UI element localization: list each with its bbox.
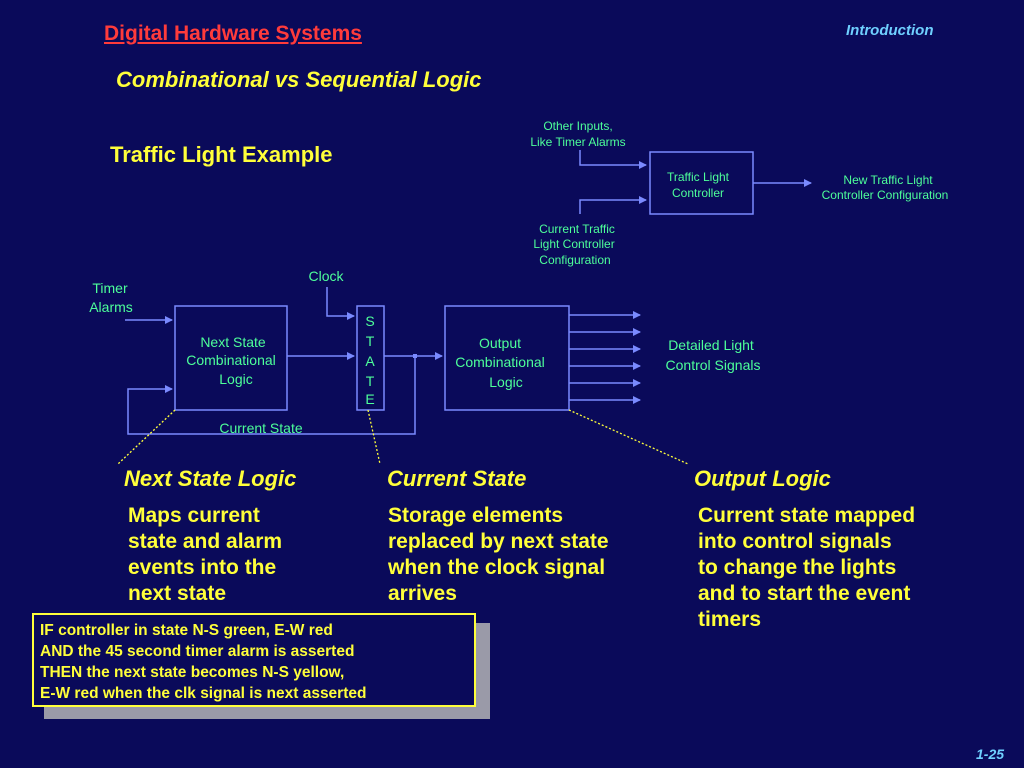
state-letter: T [366,333,375,349]
timer-alarms-label-2: Alarms [89,299,133,315]
current-config-label-2: Light Controller [533,237,614,251]
description-line: when the clock signal [388,556,606,579]
next-state-box-label-1: Next State [200,334,266,350]
description-line: events into the [128,556,277,579]
state-letter: S [365,313,374,329]
new-config-label-2: Controller Configuration [822,188,949,202]
state-letter: E [365,391,374,407]
next-state-box-label-3: Logic [219,371,252,387]
slide-title: Digital Hardware Systems [104,22,362,45]
example-title: Traffic Light Example [110,142,333,167]
state-letter: T [366,373,375,389]
description-line: Storage elements [388,504,564,527]
controller-label-2: Controller [672,186,724,200]
callout-line: E-W red when the clk signal is next asse… [40,685,367,702]
controller-label-1: Traffic Light [667,170,730,184]
current-config-arrow [579,196,647,214]
next-state-logic-heading: Next State Logic [124,466,297,491]
description-line: next state [128,582,227,605]
detailed-signals-label-2: Control Signals [666,357,761,373]
other-inputs-label-1: Other Inputs, [543,119,612,133]
output-box-label-1: Output [479,335,521,351]
current-state-heading: Current State [387,466,527,491]
description-line: to change the lights [698,556,897,579]
state-letter: A [365,353,375,369]
clock-label: Clock [308,268,344,284]
description-line: timers [698,608,762,631]
new-config-label-1: New Traffic Light [843,173,933,187]
description-line: Maps current [128,504,260,527]
current-state-label: Current State [219,420,302,436]
other-inputs-arrow [579,150,647,169]
current-config-label-3: Configuration [539,253,610,267]
description-line: state and alarm [128,530,283,553]
other-inputs-label-2: Like Timer Alarms [530,135,625,149]
clock-arrow [326,287,355,320]
example-rule-callout: IF controller in state N-S green, E-W re… [32,613,476,707]
description-line: arrives [388,582,457,605]
output-box-label-2: Combinational [455,354,545,370]
output-box-label-3: Logic [489,374,522,390]
output-logic-box [444,305,570,411]
junction-dot [413,354,417,358]
state-register-box [356,305,385,411]
description-line: replaced by next state [388,530,609,553]
output-leader [568,409,689,465]
timer-alarms-label-1: Timer [92,280,128,296]
detailed-signals-label-1: Detailed Light [668,337,754,353]
callout-line: THEN the next state becomes N-S yellow, [40,664,345,681]
current-state-leader [367,409,381,465]
next-state-box-label-2: Combinational [186,352,276,368]
section-label: Introduction [846,22,934,39]
page-number: 1-25 [976,746,1005,762]
next-state-leader [117,409,176,465]
callout-line: AND the 45 second timer alarm is asserte… [40,643,355,660]
description-line: and to start the event [698,582,911,605]
description-line: into control signals [698,530,892,553]
current-state-description: Storage elements replaced by next state … [388,503,609,607]
next-state-logic-box [174,305,288,411]
output-logic-description: Current state mapped into control signal… [698,503,915,633]
next-state-logic-description: Maps current state and alarm events into… [128,503,282,607]
current-config-label-1: Current Traffic [539,222,615,236]
callout-line: IF controller in state N-S green, E-W re… [40,622,333,639]
slide-subtitle: Combinational vs Sequential Logic [116,67,482,92]
current-state-feedback-arrow [127,356,416,435]
output-logic-heading: Output Logic [694,466,831,491]
description-line: Current state mapped [698,504,916,527]
